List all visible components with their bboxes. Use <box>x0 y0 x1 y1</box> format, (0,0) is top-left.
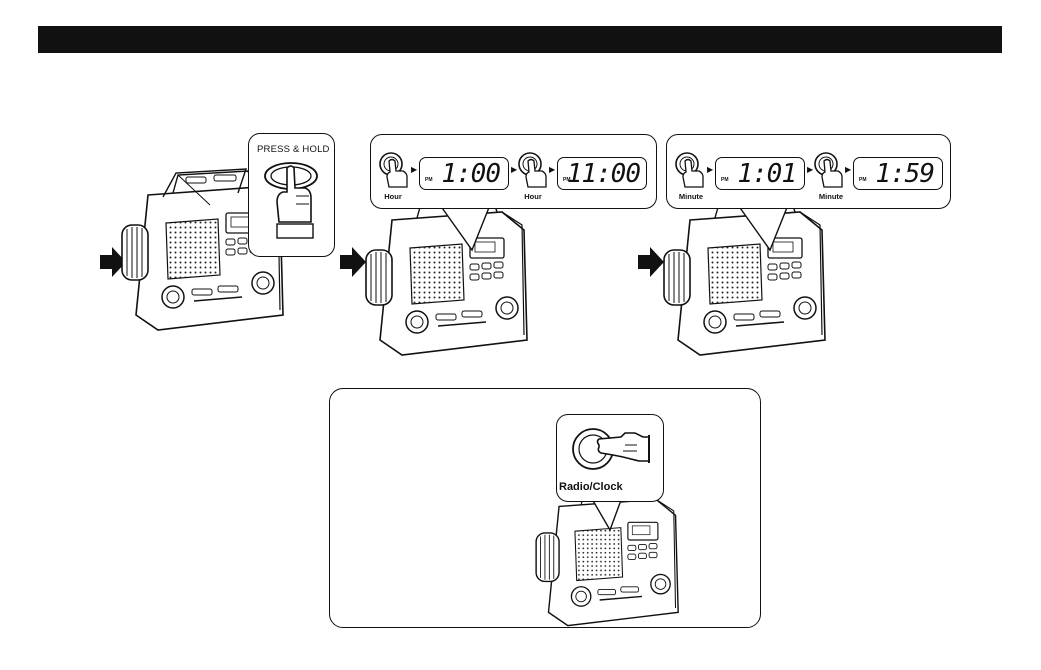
callout-pointer-3 <box>728 205 808 255</box>
minute-button-icon[interactable] <box>673 151 711 189</box>
press-hold-callout: PRESS & HOLD <box>248 133 335 257</box>
minute-label-1: Minute <box>671 192 711 201</box>
hour-label-2: Hour <box>513 192 553 201</box>
press-button-icon[interactable] <box>261 162 321 246</box>
press-hold-label: PRESS & HOLD <box>257 144 330 155</box>
lcd-display-2: PM 11:00 <box>557 157 647 190</box>
time-readout-1: 1:00 <box>441 161 500 187</box>
minute-callout: ▶ Minute PM 1:01 ▶ ▶ Minute PM 1:59 <box>666 134 951 209</box>
arrow-icon: ▶ <box>845 165 851 174</box>
pm-indicator: PM <box>859 177 867 183</box>
arrow-icon: ▶ <box>549 165 555 174</box>
arrow-icon: ▶ <box>411 165 417 174</box>
time-readout-2: 11:00 <box>567 161 640 187</box>
pm-indicator: PM <box>721 177 729 183</box>
hour-label-1: Hour <box>373 192 413 201</box>
minute-label-2: Minute <box>811 192 851 201</box>
hour-callout: ▶ Hour PM 1:00 ▶ ▶ Hour PM 11:00 <box>370 134 657 209</box>
radio-clock-button-icon[interactable] <box>563 423 657 473</box>
radio-clock-label: Radio/Clock <box>559 481 623 493</box>
time-readout-4: 1:59 <box>875 161 934 187</box>
lcd-display-3: PM 1:01 <box>715 157 805 190</box>
pm-indicator: PM <box>425 177 433 183</box>
time-readout-3: 1:01 <box>737 161 796 187</box>
arrow-icon: ▶ <box>707 165 713 174</box>
callout-pointer-2 <box>430 205 510 255</box>
radio-clock-callout: Radio/Clock <box>556 414 664 502</box>
lcd-display-4: PM 1:59 <box>853 157 943 190</box>
lcd-display-1: PM 1:00 <box>419 157 509 190</box>
hour-button-icon[interactable] <box>377 151 415 189</box>
header-bar <box>38 26 1002 53</box>
